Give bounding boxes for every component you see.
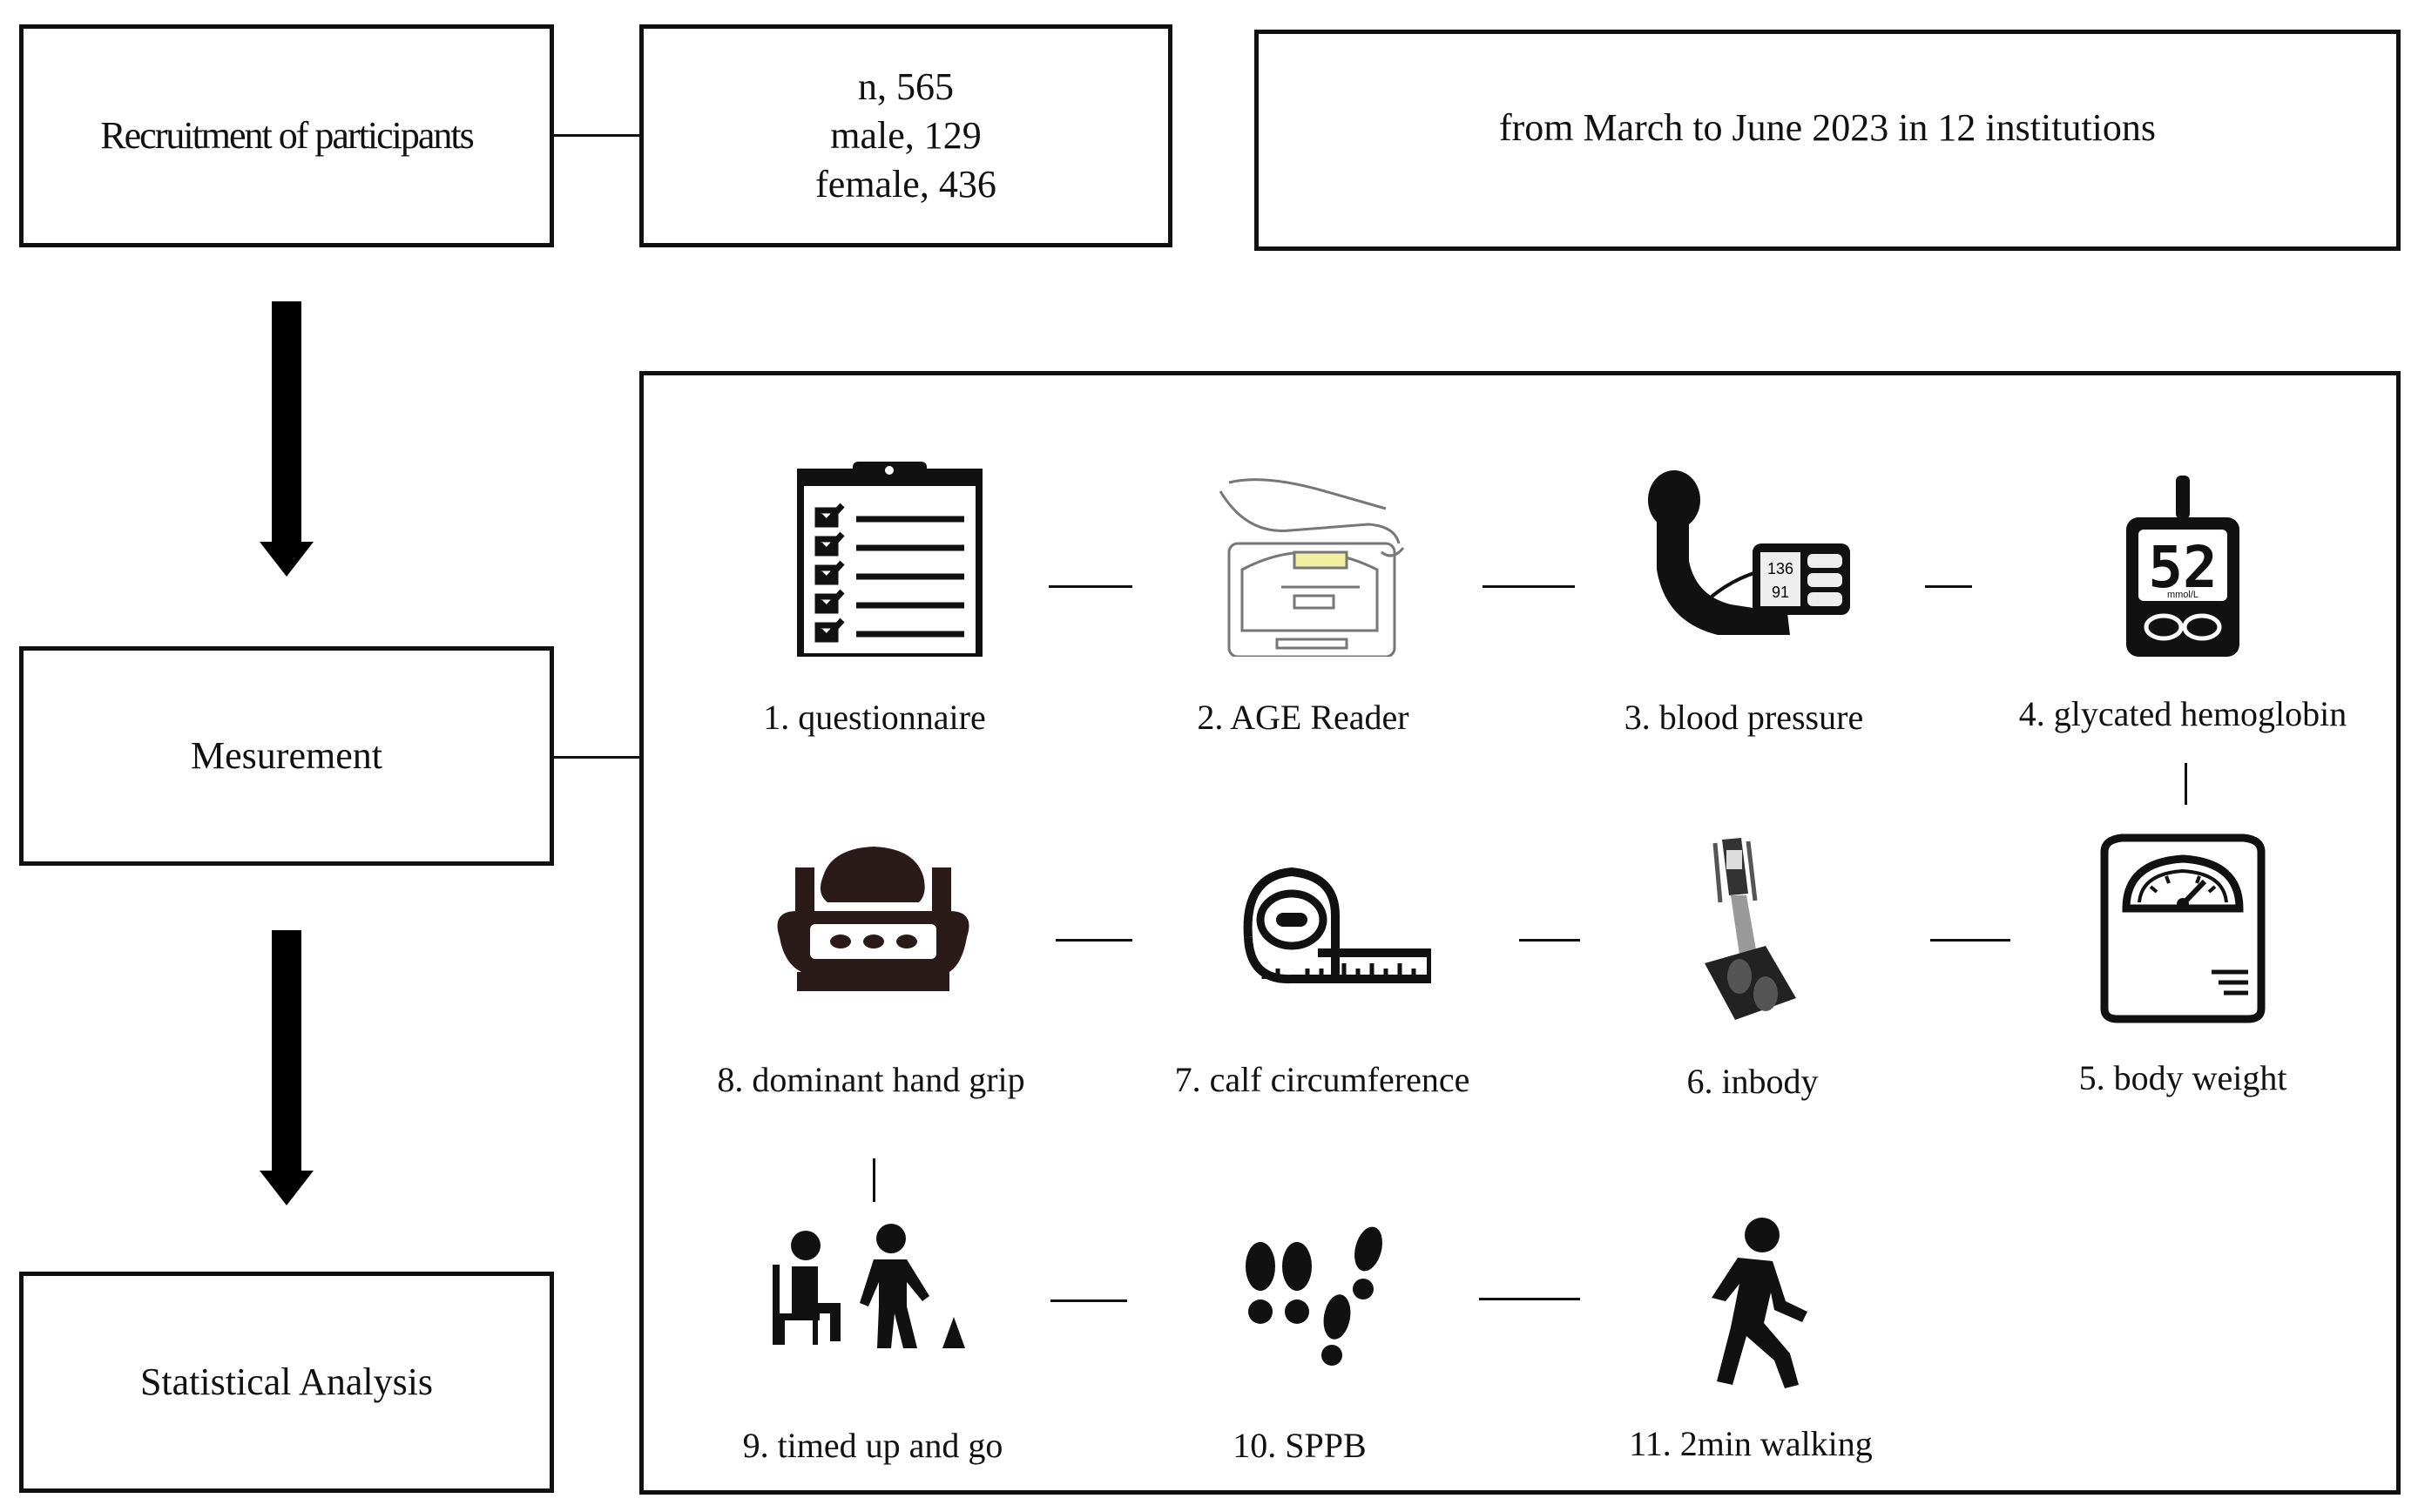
- period-text: from March to June 2023 in 12 institutio…: [1498, 106, 2157, 149]
- bp-systolic-readout: 136: [1767, 560, 1793, 577]
- step-label: 1. questionnaire: [763, 698, 986, 737]
- blood-pressure-monitor-icon: 136 91: [1635, 456, 1853, 657]
- step-glycated-hemoglobin: 52 mmol/L 4. glycated hemoglobin: [1974, 456, 2392, 753]
- step-2min-walking: 11. 2min walking: [1542, 1214, 1960, 1475]
- bp-diastolic-readout: 91: [1772, 584, 1789, 601]
- participants-box: n, 565 male, 129 female, 436: [639, 24, 1172, 247]
- step-body-weight: 5. body weight: [1974, 826, 2392, 1113]
- measurement-box: Mesurement: [19, 646, 554, 866]
- step-blood-pressure: 136 91 3. blood pressure: [1535, 456, 1953, 753]
- step-age-reader: 2. AGE Reader: [1094, 456, 1512, 753]
- connector-5-6: [1930, 939, 2010, 942]
- analysis-box: Statistical Analysis: [19, 1272, 554, 1493]
- step-label: 5. body weight: [2078, 1058, 2287, 1097]
- body-composition-analyzer-icon: [1644, 833, 1861, 1033]
- period-box: from March to June 2023 in 12 institutio…: [1254, 30, 2401, 251]
- connector-10-11: [1479, 1298, 1580, 1300]
- step-questionnaire: 1. questionnaire: [665, 456, 1084, 753]
- step-label: 2. AGE Reader: [1197, 698, 1409, 737]
- connector-4-5: [2185, 763, 2187, 805]
- connector-6-7: [1519, 939, 1580, 942]
- step-label: 8. dominant hand grip: [717, 1060, 1025, 1099]
- connector-7-8: [1056, 939, 1132, 942]
- step-inbody: 6. inbody: [1543, 833, 1962, 1111]
- step-calf-circumference: 7. calf circumference: [1113, 841, 1531, 1111]
- connector-3-4: [1925, 585, 1972, 588]
- weighing-scale-icon: [2074, 826, 2292, 1026]
- step-timed-up-and-go: 9. timed up and go: [664, 1214, 1082, 1475]
- tape-measure-icon: [1213, 841, 1435, 1042]
- recruitment-box: Recruitment of participants: [19, 24, 554, 247]
- walking-person-icon: [1642, 1214, 1860, 1414]
- arrow-down-2: [260, 930, 314, 1205]
- arrow-down-1: [260, 301, 314, 577]
- analysis-label: Statistical Analysis: [139, 1360, 434, 1403]
- glucose-reading: 52: [2148, 534, 2217, 601]
- sit-and-walk-icon: [764, 1219, 982, 1420]
- step-label: 7. calf circumference: [1174, 1060, 1470, 1099]
- age-reader-device-icon: [1194, 456, 1412, 658]
- step-label: 11. 2min walking: [1629, 1424, 1873, 1463]
- step-dominant-hand-grip: 8. dominant hand grip: [662, 841, 1080, 1111]
- step-label: 6. inbody: [1686, 1062, 1819, 1101]
- footprints-icon: [1191, 1214, 1408, 1414]
- connector-measurement-panel: [554, 756, 639, 759]
- step-sppb: 10. SPPB: [1091, 1214, 1509, 1475]
- participants-female: female, 436: [815, 163, 996, 206]
- participants-male: male, 129: [830, 114, 982, 157]
- glucose-unit: mmol/L: [2167, 590, 2198, 600]
- step-label: 4. glycated hemoglobin: [2018, 694, 2347, 733]
- participants-total: n, 565: [858, 65, 954, 108]
- connector-recruitment-participants: [554, 134, 639, 137]
- step-label: 3. blood pressure: [1624, 698, 1864, 737]
- step-label: 10. SPPB: [1233, 1426, 1367, 1465]
- connector-9-10: [1050, 1299, 1127, 1302]
- connector-1-2: [1049, 585, 1132, 588]
- measurement-label: Mesurement: [191, 734, 382, 777]
- step-label: 9. timed up and go: [742, 1426, 1003, 1465]
- glucose-meter-icon: 52 mmol/L: [2074, 456, 2292, 657]
- connector-8-9: [873, 1158, 875, 1202]
- recruitment-label: Recruitment of participants: [100, 114, 474, 157]
- connector-2-3: [1483, 585, 1575, 588]
- hand-grip-dynamometer-icon: [762, 841, 980, 1042]
- clipboard-checklist-icon: [766, 456, 983, 660]
